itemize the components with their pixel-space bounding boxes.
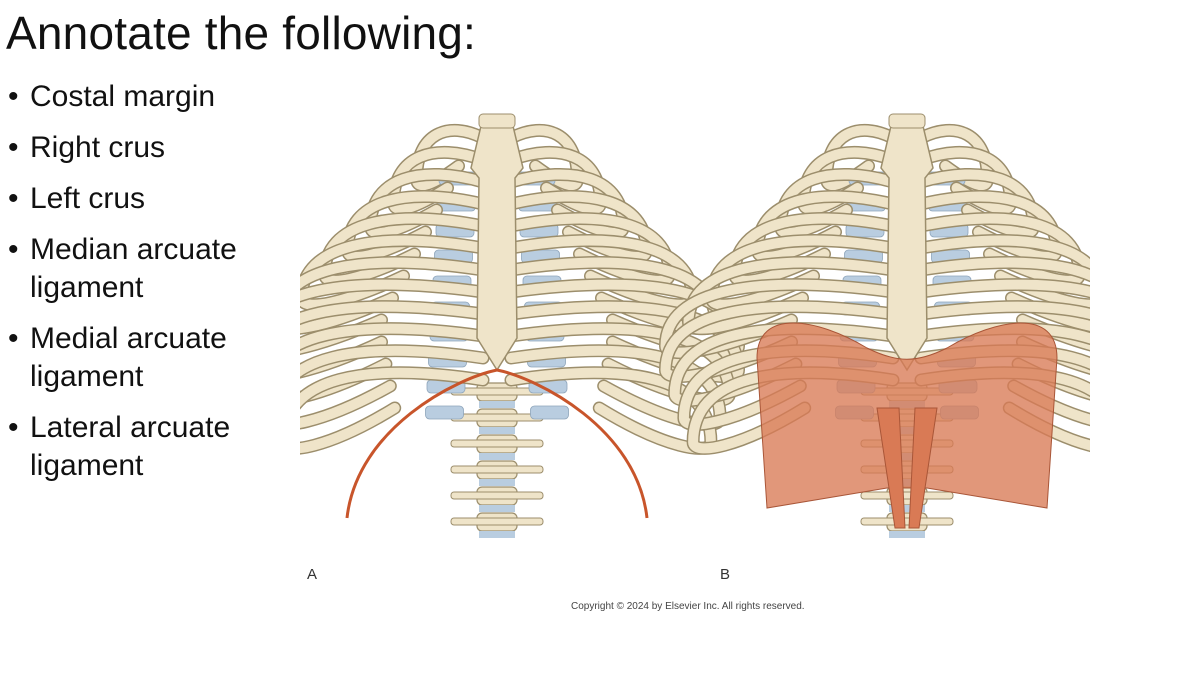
vertebra-process bbox=[860, 517, 954, 526]
intervertebral-disc bbox=[479, 453, 515, 460]
vertebra-process bbox=[450, 439, 544, 448]
costal-margin-line bbox=[345, 368, 649, 519]
bullet-item: • Costal margin bbox=[8, 78, 308, 116]
bullet-text: Costal margin bbox=[30, 80, 216, 113]
costal-cartilage bbox=[530, 405, 569, 420]
rib bbox=[916, 235, 1090, 310]
left-crus bbox=[908, 407, 938, 529]
panel-label-a: A bbox=[307, 566, 318, 583]
bullet-dot: • bbox=[8, 182, 19, 215]
rib bbox=[300, 257, 488, 334]
intervertebral-disc bbox=[479, 505, 515, 512]
rib-cage-panel-b bbox=[658, 113, 1090, 538]
copyright-notice: Copyright © 2024 by Elsevier Inc. All ri… bbox=[571, 601, 805, 612]
intervertebral-disc bbox=[479, 401, 515, 408]
costal-cartilage bbox=[425, 405, 464, 420]
panel-label-b: B bbox=[720, 566, 731, 583]
bullet-item: • Left crus bbox=[8, 180, 308, 218]
intervertebral-disc bbox=[889, 531, 925, 538]
bullet-text: Left crus bbox=[30, 182, 146, 215]
intervertebral-disc bbox=[479, 427, 515, 434]
bullet-dot: • bbox=[8, 411, 19, 444]
vertebra-process bbox=[860, 491, 954, 500]
bullet-text: Median arcuate ligament bbox=[30, 233, 237, 304]
bullet-dot: • bbox=[8, 322, 19, 355]
bullet-item: • Right crus bbox=[8, 129, 308, 167]
bullet-item: • Median arcuate ligament bbox=[8, 231, 308, 307]
rib bbox=[916, 301, 1090, 374]
bullet-dot: • bbox=[8, 233, 19, 266]
vertebra-process bbox=[450, 517, 544, 526]
rib bbox=[506, 345, 726, 430]
vertebra-process bbox=[450, 491, 544, 500]
rib bbox=[300, 345, 488, 428]
bullet-text: Right crus bbox=[30, 131, 166, 164]
bullet-item: • Lateral arcuate ligament bbox=[8, 409, 308, 485]
diaphragm bbox=[756, 322, 1058, 509]
intervertebral-disc bbox=[479, 531, 515, 538]
thoracic-cage-illustration bbox=[300, 113, 1090, 538]
bullet-dot: • bbox=[8, 131, 19, 164]
vertebra bbox=[478, 113, 516, 129]
slide-title: Annotate the following: bbox=[6, 7, 477, 59]
rib bbox=[916, 257, 1090, 331]
right-crus bbox=[876, 407, 906, 529]
vertebra-process bbox=[450, 413, 544, 422]
bullet-dot: • bbox=[8, 80, 19, 113]
rib bbox=[300, 367, 488, 454]
rib bbox=[916, 279, 1090, 350]
sternum bbox=[470, 125, 524, 372]
intervertebral-disc bbox=[889, 505, 925, 512]
bullet-list: • Costal margin • Right crus • Left crus • M… bbox=[8, 78, 308, 498]
bullet-text: Medial arcuate ligament bbox=[30, 322, 227, 393]
bullet-item: • Medial arcuate ligament bbox=[8, 320, 308, 396]
vertebra-process bbox=[450, 465, 544, 474]
vertebra bbox=[888, 113, 926, 129]
sternum bbox=[880, 125, 934, 372]
bullet-text: Lateral arcuate ligament bbox=[30, 411, 231, 482]
intervertebral-disc bbox=[479, 479, 515, 486]
